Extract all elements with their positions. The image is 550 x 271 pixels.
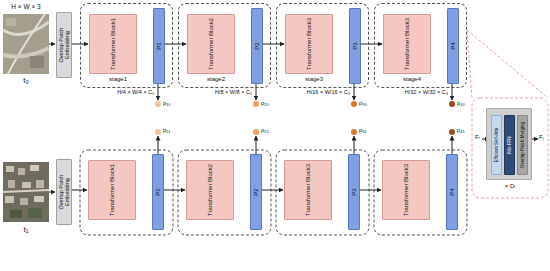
box-label: P3 (352, 11, 359, 81)
stage-frame (374, 150, 467, 235)
box-label: P2 (254, 11, 261, 81)
annotation-label: Fᵢ (475, 134, 480, 141)
stage-frame (178, 150, 271, 235)
patch-merge-bar: P3 (348, 154, 360, 230)
flow-arrow (361, 44, 382, 45)
patch-embedding-box: Overlap Patch Embedding (56, 159, 72, 225)
annotation-label: p₁₀ (163, 100, 171, 107)
annotation-label: p₃₁ (359, 127, 367, 134)
annotation-label: H/32 × W/32 × C₄ (405, 89, 448, 95)
feature-taps (158, 84, 452, 154)
flow-arrow (360, 190, 381, 191)
transformer-block: Transformer Block3 (383, 14, 431, 74)
box-label: P2 (253, 157, 260, 227)
transformer-block: Transformer Block3 (285, 14, 333, 74)
zoom-line (467, 30, 472, 98)
attention-box: Efficient Self-Attn (491, 115, 502, 175)
annotation-label: p₂₀ (261, 100, 269, 107)
transformer-block: Transformer Block3 (284, 160, 332, 220)
patch-merge-bar: P1 (152, 154, 164, 230)
patch-embedding-box: Overlap Patch Embedding (56, 12, 72, 78)
transformer-block: Transformer Block1 (89, 14, 137, 74)
zoom-line (467, 30, 548, 98)
box-label: P1 (156, 11, 163, 81)
flow-arrow (262, 190, 283, 191)
patch-merge-bar: P1 (153, 8, 165, 84)
satellite-image (3, 162, 49, 222)
stage-frame: stage3 Transformer Block3 P3 (276, 3, 369, 88)
stage-frame (80, 150, 173, 235)
annotation-label: p₄₀ (457, 100, 465, 107)
transformer-block: Transformer Block2 (186, 160, 234, 220)
box-label: P3 (351, 157, 358, 227)
stage-frame: stage1 Transformer Block1 P1 (80, 3, 173, 88)
stage-label: stage1 (89, 76, 147, 83)
box-label: Transformer Block3 (403, 163, 410, 217)
transformer-block: Transformer Block2 (187, 14, 235, 74)
block-group: × DᵢEfficient Self-AttnMix-FFNOverlap Pa… (486, 108, 532, 180)
box-label: Mix-FFN (507, 118, 512, 172)
stage-frame: stage2 Transformer Block2 P2 (178, 3, 271, 88)
box-label: Transformer Block3 (404, 17, 411, 71)
transformer-block: Transformer Block3 (382, 160, 430, 220)
annotation-label: t₀ (23, 77, 29, 86)
box-label: P4 (450, 11, 457, 81)
box-label: Overlap Patch Merging (520, 118, 525, 172)
input-arrow (49, 192, 55, 193)
stage-label: stage4 (383, 76, 441, 83)
box-label: Transformer Block1 (109, 163, 116, 217)
annotation-label: H/8 × W/8 × C₂ (215, 89, 252, 95)
feature-dot (155, 101, 455, 135)
inset-arrow (532, 139, 538, 140)
stage-label: stage2 (187, 76, 245, 83)
patch-merge-bar: P4 (446, 154, 458, 230)
box-label: Overlap Patch Embedding (58, 162, 70, 222)
flow-arrow (165, 44, 186, 45)
flow-arrow (72, 190, 87, 191)
box-label: P1 (155, 157, 162, 227)
box-label: Transformer Block2 (208, 17, 215, 71)
patch-merge-bar: P2 (251, 8, 263, 84)
inset-frame (472, 98, 548, 198)
annotation-label: p₁₁ (163, 127, 170, 134)
annotation-label: Fⱼ (539, 134, 544, 141)
annotation-label: H/16 × W/16 × C₃ (307, 89, 350, 95)
box-label: P4 (449, 157, 456, 227)
annotation-label: p₃₀ (359, 100, 367, 107)
stage-frame (276, 150, 369, 235)
box-label: Transformer Block2 (207, 163, 214, 217)
input-arrow (49, 44, 55, 45)
satellite-image (3, 14, 49, 74)
patch-merge-bar: P2 (250, 154, 262, 230)
annotation-label: H × W × 3 (11, 3, 40, 10)
patch-merge-bar: P3 (349, 8, 361, 84)
flow-arrow (263, 44, 284, 45)
box-label: Efficient Self-Attn (494, 118, 499, 172)
flow-arrow (164, 190, 185, 191)
patch-merge-bar: P4 (447, 8, 459, 84)
annotation-label: p₄₁ (457, 127, 465, 134)
box-label: Overlap Patch Embedding (58, 15, 70, 75)
box-label: Transformer Block3 (305, 163, 312, 217)
transformer-block: Transformer Block1 (88, 160, 136, 220)
merging-box: Overlap Patch Merging (517, 115, 528, 175)
annotation-label: p₂₁ (261, 127, 269, 134)
stage-frame: stage4 Transformer Block3 P4 (374, 3, 467, 88)
stage-label: stage3 (285, 76, 343, 83)
annotation-label: H/4 × W/4 × C₁ (117, 89, 154, 95)
box-label: Transformer Block1 (110, 17, 117, 71)
annotation-label: t₁ (24, 226, 29, 235)
ffn-box: Mix-FFN (504, 115, 515, 175)
box-label: Transformer Block3 (306, 17, 313, 71)
repeat-label: × Dᵢ (481, 183, 539, 190)
